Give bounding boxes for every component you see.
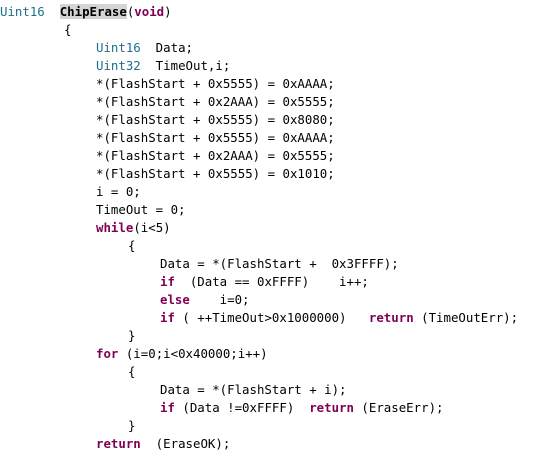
code-line: } <box>128 327 135 345</box>
code-line: *(FlashStart + 0x5555) = 0xAAAA; <box>96 129 335 147</box>
code-token: *(FlashStart + 0x5555) = 0x1010; <box>96 166 335 181</box>
code-token: *(FlashStart + 0x5555) = 0xAAAA; <box>96 76 335 91</box>
code-token: (i<5) <box>133 220 171 235</box>
code-token: Data; <box>140 40 193 55</box>
code-token: (Data == 0xFFFF) i++; <box>174 274 369 289</box>
code-line: { <box>128 363 135 381</box>
type-token: Uint16 <box>0 4 45 19</box>
code-line: } <box>128 417 135 435</box>
code-line: Uint16 ChipErase(void) <box>0 3 172 21</box>
code-line: TimeOut = 0; <box>96 201 186 219</box>
code-line: return (EraseOK); <box>96 435 230 451</box>
code-token: Data = *(FlashStart + i); <box>160 382 347 397</box>
code-token: (EraseOK); <box>140 436 231 451</box>
code-token: ) <box>164 4 172 19</box>
code-token <box>45 4 60 19</box>
code-token: i=0; <box>189 292 250 307</box>
keyword-token: if <box>160 400 175 415</box>
code-token: (i=0;i<0x40000;i++) <box>118 346 268 361</box>
code-line: { <box>128 237 135 255</box>
keyword-token: while <box>96 220 134 235</box>
code-line: *(FlashStart + 0x5555) = 0xAAAA; <box>96 75 335 93</box>
type-token: Uint16 <box>96 40 141 55</box>
code-line: Uint32 TimeOut,i; <box>96 57 230 75</box>
code-token: (Data !=0xFFFF) <box>174 400 310 415</box>
keyword-token: for <box>96 346 119 361</box>
code-line: Data = *(FlashStart + i); <box>160 381 347 399</box>
code-line: *(FlashStart + 0x5555) = 0x1010; <box>96 165 335 183</box>
code-line: *(FlashStart + 0x2AAA) = 0x5555; <box>96 147 335 165</box>
code-line: Uint16 Data; <box>96 39 193 57</box>
keyword-token: return <box>96 436 141 451</box>
code-token: *(FlashStart + 0x2AAA) = 0x5555; <box>96 94 335 109</box>
code-token: (TimeOutErr); <box>413 310 519 325</box>
keyword-token: else <box>160 292 190 307</box>
code-token: *(FlashStart + 0x5555) = 0xAAAA; <box>96 130 335 145</box>
code-token: *(FlashStart + 0x2AAA) = 0x5555; <box>96 148 335 163</box>
code-line: else i=0; <box>160 291 250 309</box>
keyword-token: if <box>160 274 175 289</box>
function-name: ChipErase <box>59 4 127 19</box>
code-token: ( ++TimeOut>0x1000000) <box>174 310 369 325</box>
code-line: while(i<5) <box>96 219 171 237</box>
code-line: if ( ++TimeOut>0x1000000) return (TimeOu… <box>160 309 518 327</box>
code-token: *(FlashStart + 0x5555) = 0x8080; <box>96 112 335 127</box>
code-token: } <box>128 418 136 433</box>
code-token: (EraseErr); <box>353 400 444 415</box>
type-token: Uint32 <box>96 58 141 73</box>
code-token: ( <box>126 4 135 19</box>
code-line: for (i=0;i<0x40000;i++) <box>96 345 268 363</box>
keyword-token: return <box>368 310 414 325</box>
code-line: if (Data !=0xFFFF) return (EraseErr); <box>160 399 444 417</box>
code-token: } <box>128 328 136 343</box>
code-line: *(FlashStart + 0x2AAA) = 0x5555; <box>96 93 335 111</box>
code-token: i = 0; <box>96 184 141 199</box>
code-token: { <box>128 364 136 379</box>
code-line: *(FlashStart + 0x5555) = 0x8080; <box>96 111 335 129</box>
code-line: Data = *(FlashStart + 0x3FFFF); <box>160 255 399 273</box>
keyword-token: return <box>309 400 354 415</box>
code-line: i = 0; <box>96 183 141 201</box>
code-token: TimeOut = 0; <box>96 202 186 217</box>
code-line: if (Data == 0xFFFF) i++; <box>160 273 369 291</box>
keyword-token: if <box>160 310 175 325</box>
code-token: TimeOut,i; <box>140 58 231 73</box>
code-token: { <box>128 238 136 253</box>
code-line: { <box>64 21 71 39</box>
code-token: Data = *(FlashStart + 0x3FFFF); <box>160 256 399 271</box>
keyword-token: void <box>134 4 165 19</box>
code-token: { <box>64 22 72 37</box>
